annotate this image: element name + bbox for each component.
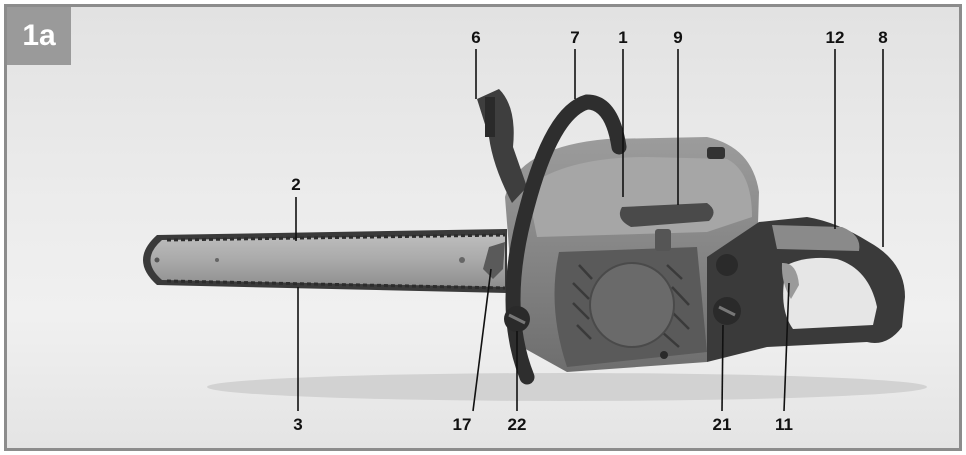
chainsaw-photo (143, 89, 927, 401)
callout-label-21: 21 (712, 415, 732, 434)
callout-label-12: 12 (825, 28, 845, 47)
throttle-trigger (781, 262, 799, 299)
callout-label-8: 8 (878, 28, 888, 47)
callout-label-9: 9 (673, 28, 683, 47)
callout-label-22: 22 (507, 415, 527, 434)
engine-body (505, 137, 759, 372)
guide-bar (143, 229, 507, 293)
rear-handle (707, 217, 905, 362)
callout-label-17: 17 (452, 415, 472, 434)
callout-label-7: 7 (570, 28, 580, 47)
callout-label-3: 3 (293, 415, 303, 434)
floor-shadow (207, 373, 927, 401)
figure-badge: 1a (7, 7, 71, 65)
callout-label-1: 1 (618, 28, 628, 47)
hand-guard (477, 89, 527, 203)
figure-frame: 1a 6 7 1 9 12 8 2 3 17 22 21 11 (4, 4, 962, 451)
callout-label-6: 6 (471, 28, 481, 47)
callout-label-2: 2 (291, 175, 301, 194)
callout-label-11: 11 (775, 415, 793, 434)
choke-knob (716, 254, 738, 276)
